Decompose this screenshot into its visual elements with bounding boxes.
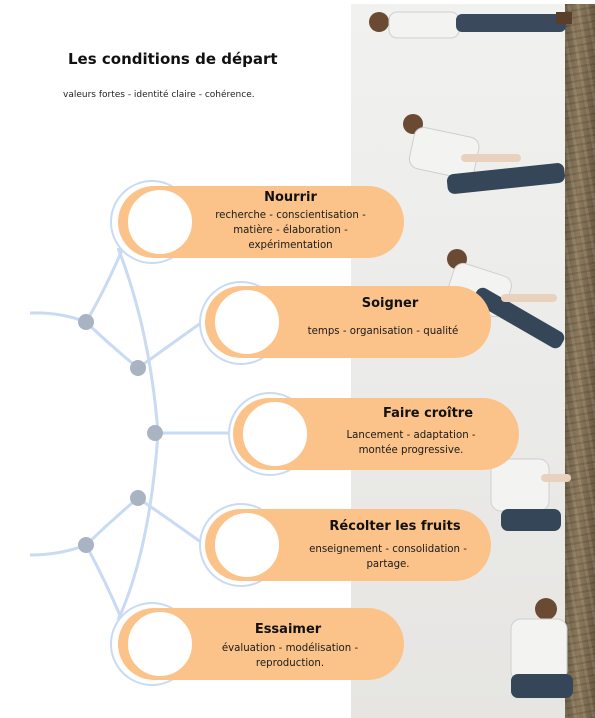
stage-faire-croitre: Faire croître Lancement - adaptation - m… xyxy=(233,398,519,470)
rock-wall xyxy=(565,4,595,718)
stage-title: Faire croître xyxy=(382,406,474,421)
climbers-photo xyxy=(351,4,595,718)
stage-text: évaluation - modélisation - reproduction… xyxy=(221,643,359,669)
page-title: Les conditions de départ xyxy=(68,50,278,68)
stage-recolter: Récolter les fruits enseignement - conso… xyxy=(205,509,491,581)
stage-nourrir: Nourrir recherche - conscientisation - m… xyxy=(118,186,404,258)
stage-title: Récolter les fruits xyxy=(329,519,461,534)
stage-text: recherche - conscientisation - matière -… xyxy=(215,210,366,251)
stage-text: temps - organisation - qualité xyxy=(307,326,459,337)
branch-node xyxy=(78,537,94,553)
branch-node xyxy=(78,314,94,330)
page-subtitle: valeurs fortes - identité claire - cohér… xyxy=(63,90,255,100)
stage-title: Essaimer xyxy=(254,622,322,637)
stage-disc xyxy=(128,612,192,676)
stage-disc xyxy=(128,190,192,254)
stage-disc xyxy=(215,290,279,354)
branch-node xyxy=(130,360,146,376)
stage-title: Soigner xyxy=(361,296,419,311)
stage-soigner: Soigner temps - organisation - qualité xyxy=(205,286,491,358)
stage-title: Nourrir xyxy=(264,190,317,205)
stage-essaimer: Essaimer évaluation - modélisation - rep… xyxy=(118,608,404,680)
stage-text: Lancement - adaptation - montée progress… xyxy=(346,430,476,456)
branch-node xyxy=(130,490,146,506)
stage-disc xyxy=(215,513,279,577)
branch-node xyxy=(147,425,163,441)
stage-disc xyxy=(243,402,307,466)
stage-text: enseignement - consolidation - partage. xyxy=(309,544,467,570)
